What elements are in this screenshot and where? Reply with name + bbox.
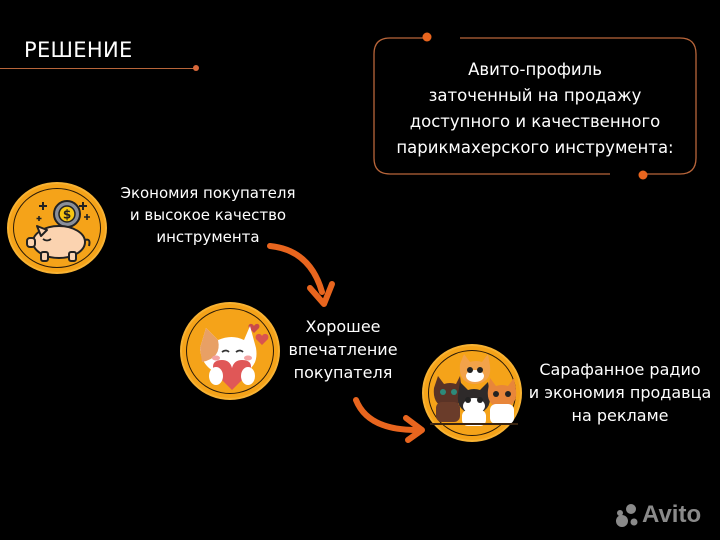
group-of-cats-icon bbox=[430, 354, 518, 426]
step-2-caption: Хорошее впечатление покупателя bbox=[275, 315, 411, 384]
step-2-badge bbox=[180, 302, 280, 400]
cat-holding-heart-icon bbox=[200, 323, 269, 390]
callout-line: заточенный на продажу bbox=[428, 86, 642, 105]
step-3-caption: Сарафанное радио и экономия продавца на … bbox=[524, 358, 716, 427]
piggy-bank-coin-icon: $ bbox=[26, 200, 91, 262]
arrow-down-right-icon bbox=[267, 243, 335, 307]
caption-line: Сарафанное радио bbox=[539, 360, 701, 379]
caption-line: покупателя bbox=[293, 363, 393, 382]
section-title: РЕШЕНИЕ bbox=[24, 38, 133, 62]
step-3-badge bbox=[422, 344, 522, 442]
caption-line: впечатление bbox=[288, 340, 398, 359]
caption-line: Хорошее bbox=[305, 317, 381, 336]
callout-text: Авито-профиль заточенный на продажу дост… bbox=[380, 57, 690, 161]
avito-watermark: Avito bbox=[614, 500, 714, 530]
svg-text:$: $ bbox=[63, 208, 71, 222]
arrow-curve-right-icon bbox=[353, 397, 425, 443]
callout-dot-top bbox=[422, 32, 432, 42]
caption-line: Экономия покупателя bbox=[120, 184, 296, 202]
callout-line: Авито-профиль bbox=[468, 60, 602, 79]
step-1-badge: $ bbox=[7, 182, 107, 274]
callout-line: парикмахерского инструмента: bbox=[396, 138, 674, 157]
callout-frame bbox=[373, 32, 697, 180]
caption-line: и экономия продавца bbox=[528, 383, 712, 402]
caption-line: на рекламе bbox=[571, 406, 669, 425]
title-underline bbox=[0, 68, 196, 69]
avito-wordmark: Avito bbox=[642, 501, 702, 528]
caption-line: и высокое качество bbox=[129, 206, 287, 224]
avito-logo-icon bbox=[616, 504, 638, 527]
callout-line: доступного и качественного bbox=[409, 112, 661, 131]
callout-dot-bottom bbox=[638, 170, 648, 180]
step-1-caption: Экономия покупателя и высокое качество и… bbox=[110, 182, 306, 248]
caption-line: инструмента bbox=[156, 228, 260, 246]
title-underline-dot bbox=[193, 65, 199, 71]
